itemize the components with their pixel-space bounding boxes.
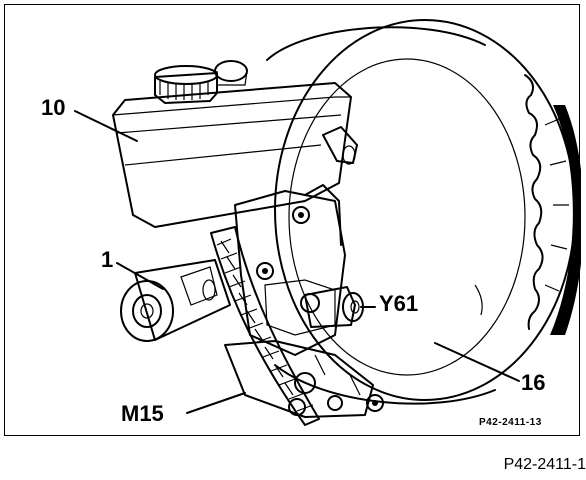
- hatched-bracket-drawing: [210, 226, 320, 426]
- callout-16: 16: [521, 370, 545, 395]
- callout-m15: M15: [121, 401, 164, 426]
- callout-10: 10: [41, 95, 65, 120]
- leader-line-1: [116, 262, 164, 290]
- leader-lines: [74, 110, 520, 414]
- fluid-reservoir-drawing: [112, 60, 358, 228]
- brake-assembly-illustration: 10 1 Y61 16 M15 P42-2411-13: [41, 19, 581, 428]
- leader-line-m15: [186, 392, 246, 414]
- diagram-frame: 10 1 Y61 16 M15 P42-2411-13: [4, 4, 581, 436]
- callout-y61: Y61: [379, 291, 418, 316]
- inner-reference-code: P42-2411-13: [479, 417, 542, 428]
- callout-1: 1: [101, 247, 113, 272]
- leader-line-16: [434, 342, 520, 382]
- leader-line-10: [74, 110, 138, 142]
- figure-caption: P42-2411-1: [503, 456, 586, 473]
- brake-booster-drawing: [266, 19, 581, 405]
- master-cylinder-drawing: [120, 259, 231, 342]
